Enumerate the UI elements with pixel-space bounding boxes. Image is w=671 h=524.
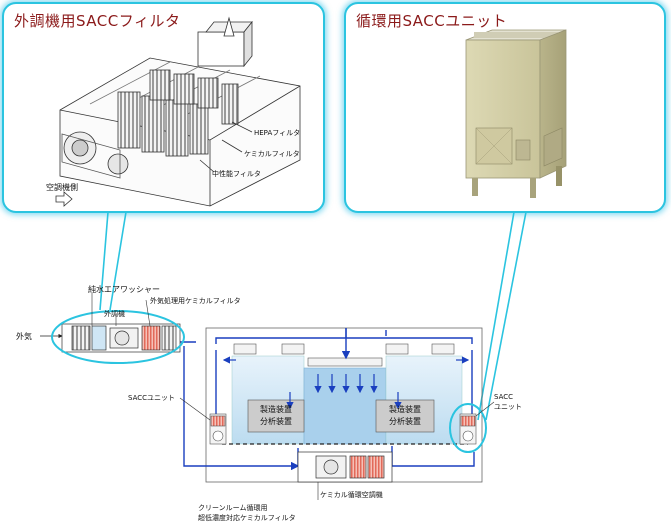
equipment-right-label: 製造装置 分析装置 <box>376 404 434 428</box>
hepa-filter-label: HEPAフィルタ <box>254 128 300 137</box>
sacc-unit-left <box>209 413 227 445</box>
oa-unit-leaders <box>91 292 151 327</box>
cleanroom-filter-note-line1: クリーンルーム循環用 <box>198 504 268 512</box>
downflow-arrows <box>222 356 470 410</box>
circulation-sacc-unit-title: 循環用SACCユニット <box>356 12 508 30</box>
sacc-unit-right-label-line2: ユニット <box>494 403 522 411</box>
equipment-right-label-line1: 製造装置 <box>389 405 421 414</box>
sacc-unit-right-label-line1: SACC <box>494 393 514 401</box>
equipment-left-label-line2: 分析装置 <box>260 417 292 426</box>
cleanroom-filter-note-line2: 超低濃度対応ケミカルフィルタ <box>198 514 296 522</box>
ffu-row <box>233 343 455 367</box>
medium-filter-label: 中性能フィルタ <box>212 169 261 178</box>
oa-unit-sacc-filter-title: 外調機用SACCフィルタ <box>14 12 181 30</box>
sacc-unit-right <box>459 413 477 445</box>
chemical-circulation-ac <box>297 451 393 483</box>
ac-side-label: 空調機側 <box>46 182 78 192</box>
equipment-right <box>375 399 435 433</box>
outside-air-label: 外気 <box>16 332 32 341</box>
equipment-left-label-line1: 製造装置 <box>260 405 292 414</box>
sacc-unit-cabinet-drawing <box>465 29 567 198</box>
oa-unit-label: 外調機 <box>104 310 125 318</box>
sacc-right-highlight <box>449 403 487 453</box>
chemical-circulation-ac-label: ケミカル循環空調機 <box>320 491 383 499</box>
oa-unit-3d-drawing <box>55 16 301 207</box>
equipment-left-label: 製造装置 分析装置 <box>248 404 304 428</box>
callout-pointers <box>99 211 527 421</box>
oa-unit-highlight <box>51 310 185 364</box>
sacc-leaders <box>179 397 495 500</box>
oa-chemical-filter-label: 外気処理用ケミカルフィルタ <box>150 297 241 305</box>
outside-air-unit <box>40 323 181 353</box>
equipment-left <box>247 399 305 433</box>
equipment-right-label-line2: 分析装置 <box>389 417 421 426</box>
sacc-unit-left-label: SACCユニット <box>128 394 176 402</box>
air-washer-label: 純水エアワッシャー <box>88 285 160 294</box>
chemical-filter-label: ケミカルフィルタ <box>244 149 300 158</box>
